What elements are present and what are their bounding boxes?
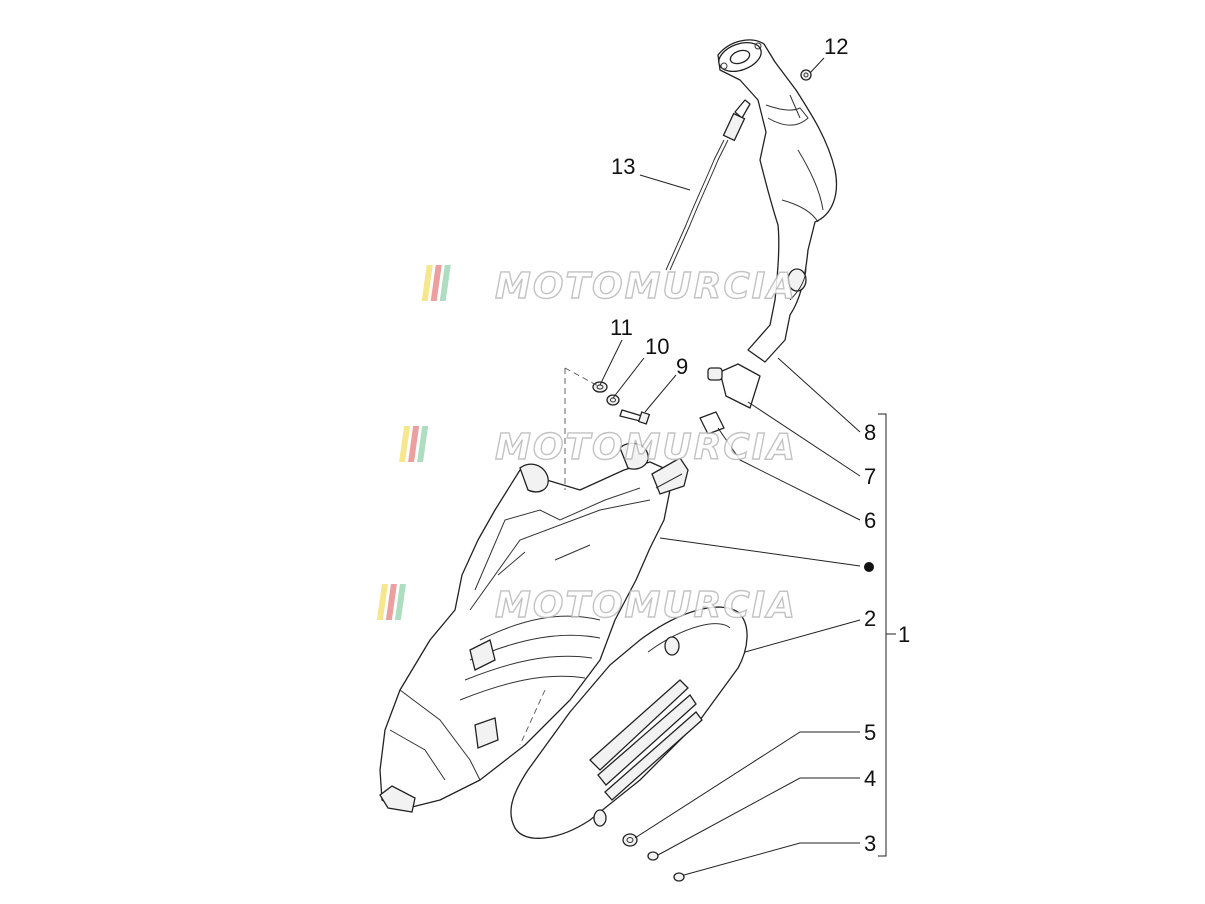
callout-9: 9	[676, 354, 688, 379]
screw-3-icon	[673, 872, 685, 882]
callout-5: 5	[864, 720, 876, 745]
washer-10-icon	[606, 394, 620, 406]
watermark-bottom: MOTOMURCIA	[376, 584, 797, 627]
callout-3: 3	[864, 831, 876, 856]
callout-numbers: 12 13 11 10 9 8 7 6 2 1 5 4 3	[610, 34, 910, 856]
callout-10: 10	[645, 334, 669, 359]
callout-2: 2	[864, 606, 876, 631]
watermark-middle: MOTOMURCIA	[399, 426, 797, 469]
callout-13: 13	[611, 154, 635, 179]
spacer-5-icon	[622, 833, 638, 847]
callout-6: 6	[864, 508, 876, 533]
screw-9-icon	[619, 409, 651, 425]
washer-11-icon	[592, 381, 608, 393]
watermark-text: MOTOMURCIA	[495, 427, 797, 468]
silencer-body	[379, 442, 689, 813]
callout-12: 12	[824, 34, 848, 59]
callout-11: 11	[610, 315, 633, 340]
callout-7: 7	[864, 464, 876, 489]
clamp-7	[707, 363, 761, 409]
heat-shield	[510, 606, 748, 839]
callout-1: 1	[898, 622, 910, 647]
assembly-guide-lines	[519, 367, 601, 746]
nut-12-icon	[800, 69, 812, 81]
exhaust-header-pipe	[717, 39, 838, 363]
callout-4: 4	[864, 766, 876, 791]
watermark-text: MOTOMURCIA	[495, 266, 797, 307]
lambda-sensor	[665, 99, 751, 271]
bullet-dot-icon	[864, 562, 874, 572]
washer-4-icon	[647, 851, 659, 861]
callout-8: 8	[864, 420, 876, 445]
watermark-text: MOTOMURCIA	[495, 585, 797, 626]
watermark-top: MOTOMURCIA	[421, 265, 797, 308]
leader-lines	[599, 57, 896, 876]
